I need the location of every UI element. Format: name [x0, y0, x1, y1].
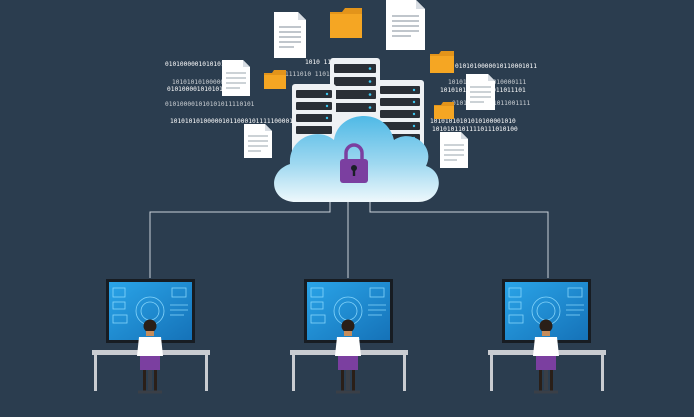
monitor-icon: [304, 279, 393, 343]
workstation: [488, 279, 606, 394]
document-icon: [274, 12, 306, 58]
folder-icon: [430, 51, 454, 73]
binary-row: 10101011011110111010100: [432, 126, 518, 133]
binary-row: 01010000101010110101: [167, 86, 242, 93]
binary-row: 0101010000010110001011: [455, 63, 537, 70]
binary-row: 10101010101010100001010: [430, 118, 516, 125]
cloud-icon: [274, 115, 439, 202]
document-icon: [466, 74, 495, 110]
document-icon: [222, 60, 250, 96]
person-icon: [137, 319, 163, 394]
padlock-icon: [340, 143, 368, 183]
person-icon: [533, 319, 559, 394]
chair: [338, 356, 358, 370]
person-icon: [335, 319, 361, 394]
workstation: [290, 279, 408, 394]
binary-row: 1111010 1101010101: [285, 71, 352, 78]
folder-icon: [434, 102, 454, 119]
document-icon: [386, 0, 425, 50]
chair: [140, 356, 160, 370]
folder-icon: [264, 70, 286, 89]
binary-row: 010100001010101011110101: [165, 101, 255, 108]
binary-row: 101010101000001: [172, 79, 228, 86]
chair: [536, 356, 556, 370]
binary-row: 101010101000001011000101111100001 1100: [170, 118, 312, 125]
binary-row: 010100000101010101: [165, 61, 232, 68]
network-wires: [149, 202, 549, 278]
document-icon: [244, 124, 272, 158]
document-icon: [440, 132, 468, 168]
folder-icon: [330, 8, 362, 38]
workstation: [92, 279, 210, 394]
